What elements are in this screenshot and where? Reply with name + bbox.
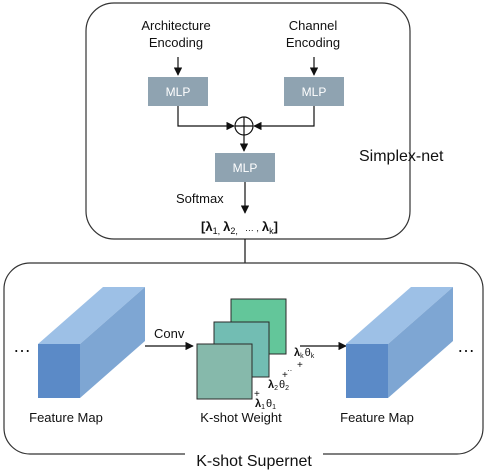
arrow-mlp-chan-to-sum bbox=[253, 106, 315, 131]
architecture-encoding-label-line2: Encoding bbox=[149, 35, 203, 50]
kshot-weight-label: K-shot Weight bbox=[200, 410, 282, 425]
simplex-net-title: Simplex-net bbox=[359, 148, 444, 165]
kshot-title-backdrop bbox=[185, 448, 323, 466]
feature-map-label-right: Feature Map bbox=[340, 410, 414, 425]
mlp-box-joint bbox=[215, 153, 275, 182]
left-ellipsis: … bbox=[13, 336, 32, 356]
weight-square-1 bbox=[196, 343, 253, 400]
softmax-label: Softmax bbox=[176, 191, 224, 206]
plus-sign-2: + bbox=[282, 370, 288, 381]
kshot-supernet-title: K-shot Supernet bbox=[196, 453, 312, 470]
plus-dots: ·· bbox=[287, 366, 292, 375]
lambda-vector: [λ1,λ2,… ,λk] bbox=[201, 219, 278, 236]
feature-map-cube-left bbox=[38, 287, 145, 398]
feature-map-cube-right bbox=[346, 287, 453, 398]
architecture-encoding-label-line1: Architecture bbox=[141, 18, 210, 33]
sum-operator-icon bbox=[234, 116, 254, 136]
plus-sign-1: + bbox=[254, 389, 260, 400]
mlp-label-joint: MLP bbox=[233, 161, 258, 175]
mlp-label-channel: MLP bbox=[302, 85, 327, 99]
right-ellipsis: … bbox=[457, 336, 476, 356]
weight-label-k: λkθk bbox=[294, 347, 315, 360]
mlp-label-architecture: MLP bbox=[166, 85, 191, 99]
conv-label: Conv bbox=[154, 326, 185, 341]
weight-label-1: λ1θ1 bbox=[255, 398, 276, 411]
weight-label-2: λ2θ2 bbox=[268, 379, 289, 392]
mlp-box-architecture bbox=[148, 77, 208, 106]
channel-encoding-label-line2: Encoding bbox=[286, 35, 340, 50]
channel-encoding-label-line1: Channel bbox=[289, 18, 338, 33]
feature-map-label-left: Feature Map bbox=[29, 410, 103, 425]
plus-sign-k: + bbox=[297, 360, 303, 371]
mlp-box-channel bbox=[284, 77, 344, 106]
arrow-mlp-arch-to-sum bbox=[177, 106, 235, 131]
